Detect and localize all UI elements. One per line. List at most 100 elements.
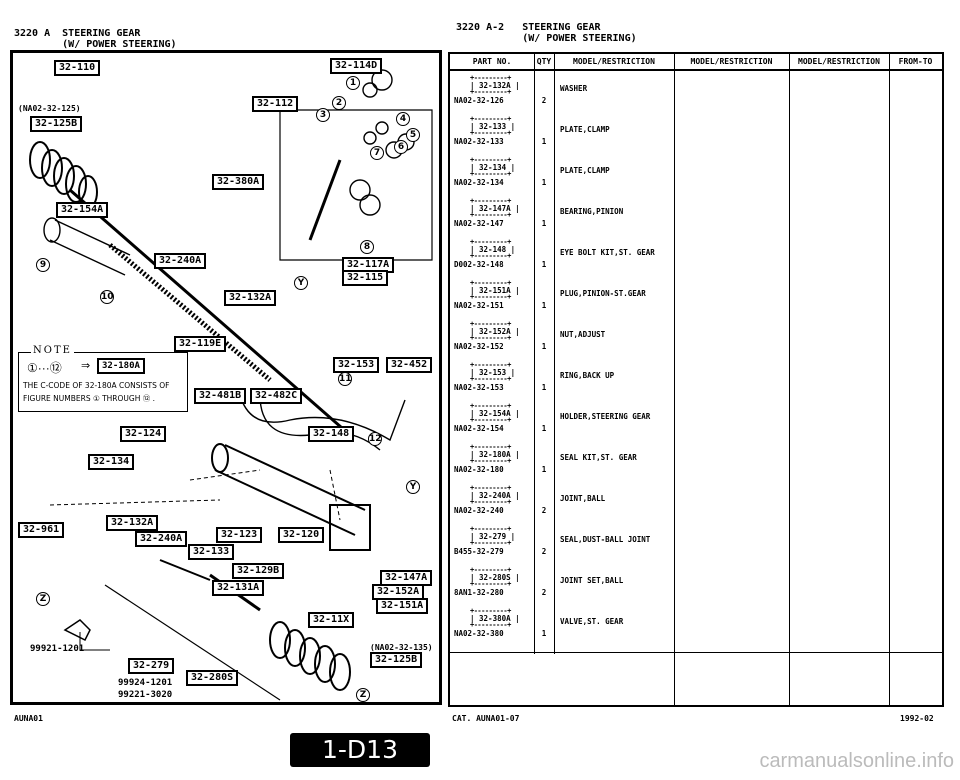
table-row: +---------+| 32-147A |+---------+NA02-32… [450,195,942,236]
table-row: +---------+| 32-132A |+---------+NA02-32… [450,72,942,113]
code-box-top: +---------+ [470,402,511,410]
table-row: +---------+| 32-152A |+---------+NA02-32… [450,318,942,359]
parts-table: PART NO. QTY MODEL/RESTRICTION MODEL/RES… [448,52,944,707]
column-header: PART NO. [450,54,534,71]
callout-number: 10 [100,290,114,304]
code-box-top: +---------+ [470,279,511,287]
code-box-bottom: +---------+ [470,252,511,260]
table-cell-code: | 32-380A | [470,614,520,623]
tool-number-1: 99921-1201 [30,644,85,654]
code-box-bottom: +---------+ [470,334,511,342]
table-cell-description: PLATE,CLAMP [560,125,610,134]
table-cell-qty: 1 [541,424,547,433]
part-label: 32-123 [216,527,263,543]
left-header-line1: 3220 A STEERING GEAR [14,28,141,39]
code-box-bottom: +---------+ [470,416,511,424]
note-line-2: THE C-CODE OF 32-180A CONSISTS OF [23,381,170,390]
code-box-bottom: +---------+ [470,88,511,96]
table-cell-qty: 2 [541,547,547,556]
table-cell-description: EYE BOLT KIT,ST. GEAR [560,248,655,257]
code-box-top: +---------+ [470,361,511,369]
part-label: 32-134 [88,454,135,470]
table-cell-code: | 32-147A | [470,204,520,213]
table-cell-description: SEAL KIT,ST. GEAR [560,453,637,462]
table-cell-qty: 1 [541,629,547,638]
table-cell-part-no: NA02-32-240 [454,506,504,515]
table-cell-part-no: 8AN1-32-280 [454,588,504,597]
callout-number: 5 [406,128,420,142]
note-part-label: 32-180A [97,358,145,374]
part-label: 32-115 [342,270,389,286]
code-box-top: +---------+ [470,197,511,205]
table-cell-description: PLUG,PINION-ST.GEAR [560,289,646,298]
code-box-bottom: +---------+ [470,211,511,219]
part-label: 32-120 [278,527,325,543]
callout-number: 8 [360,240,374,254]
callout-letter-z: Z [36,592,50,606]
column-divider [674,54,675,705]
part-label: 32-132A [106,515,159,531]
callout-number: 11 [338,372,352,386]
table-cell-qty: 1 [541,383,547,392]
exploded-diagram-frame [10,50,442,705]
column-header: MODEL/RESTRICTION [554,54,674,71]
valve-inset-box [279,109,433,261]
tool-number-2: 99924-1201 [118,678,173,688]
callout-letter-y: Y [406,480,420,494]
table-cell-qty: 1 [541,178,547,187]
code-box-top: +---------+ [470,484,511,492]
holder-tube [43,217,131,276]
table-cell-description: PLATE,CLAMP [560,166,610,175]
right-boot [269,621,351,691]
code-box-top: +---------+ [470,443,511,451]
table-cell-description: HOLDER,STEERING GEAR [560,412,651,421]
code-box-top: +---------+ [470,525,511,533]
table-cell-code: | 32-132A | [470,81,520,90]
table-cell-qty: 1 [541,219,547,228]
code-box-top: +---------+ [470,566,511,574]
footer-right: 1992-02 [900,714,934,723]
table-cell-part-no: NA02-32-380 [454,629,504,638]
table-cell-qty: 1 [541,137,547,146]
table-cell-code: | 32-148 | [470,245,516,254]
callout-number: 9 [36,258,50,272]
table-cell-part-no: NA02-32-133 [454,137,504,146]
code-box-top: +---------+ [470,238,511,246]
code-box-bottom: +---------+ [470,580,511,588]
column-header: QTY [534,54,554,71]
table-cell-code: | 32-133 | [470,122,516,131]
part-label: 32-481B [194,388,247,404]
part-label: 32-280S [186,670,239,686]
note-range: ①···⑫ [27,361,62,375]
arrow-icon: ⇒ [81,360,91,372]
table-cell-code: | 32-279 | [470,532,516,541]
code-box-bottom: +---------+ [470,293,511,301]
note-box: NOTE ①···⑫ ⇒ 32-180A THE C-CODE OF 32-18… [18,345,188,412]
table-row: +---------+| 32-133 |+---------+NA02-32-… [450,113,942,154]
watermark: carmanualsonline.info [759,750,954,772]
table-row: +---------+| 32-240A |+---------+NA02-32… [450,482,942,523]
left-header-title: 3220 A STEERING GEAR (W/ POWER STEERING) [14,28,177,50]
part-label: 32-133 [188,544,235,560]
table-cell-part-no: NA02-32-147 [454,219,504,228]
table-cell-code: | 32-154A | [470,409,520,418]
table-cell-qty: 1 [541,342,547,351]
table-cell-qty: 2 [541,506,547,515]
table-cell-part-no: NA02-32-153 [454,383,504,392]
table-row: +---------+| 32-154A |+---------+NA02-32… [450,400,942,441]
table-row: +---------+| 32-153 |+---------+NA02-32-… [450,359,942,400]
code-box-top: +---------+ [470,74,511,82]
callout-number: 4 [396,112,410,126]
table-cell-description: VALVE,ST. GEAR [560,617,624,626]
part-label: 32-119E [174,336,227,352]
table-cell-description: JOINT SET,BALL [560,576,624,585]
page-tag: 1-D13 [290,733,430,767]
part-label: 32-148 [308,426,355,442]
part-label: 32-961 [18,522,65,538]
left-boot [29,141,98,209]
code-box-bottom: +---------+ [470,375,511,383]
part-label: 32-112 [252,96,299,112]
table-row: +---------+| 32-380A |+---------+NA02-32… [450,605,942,646]
part-label: 32-151A [376,598,429,614]
callout-number: 7 [370,146,384,160]
